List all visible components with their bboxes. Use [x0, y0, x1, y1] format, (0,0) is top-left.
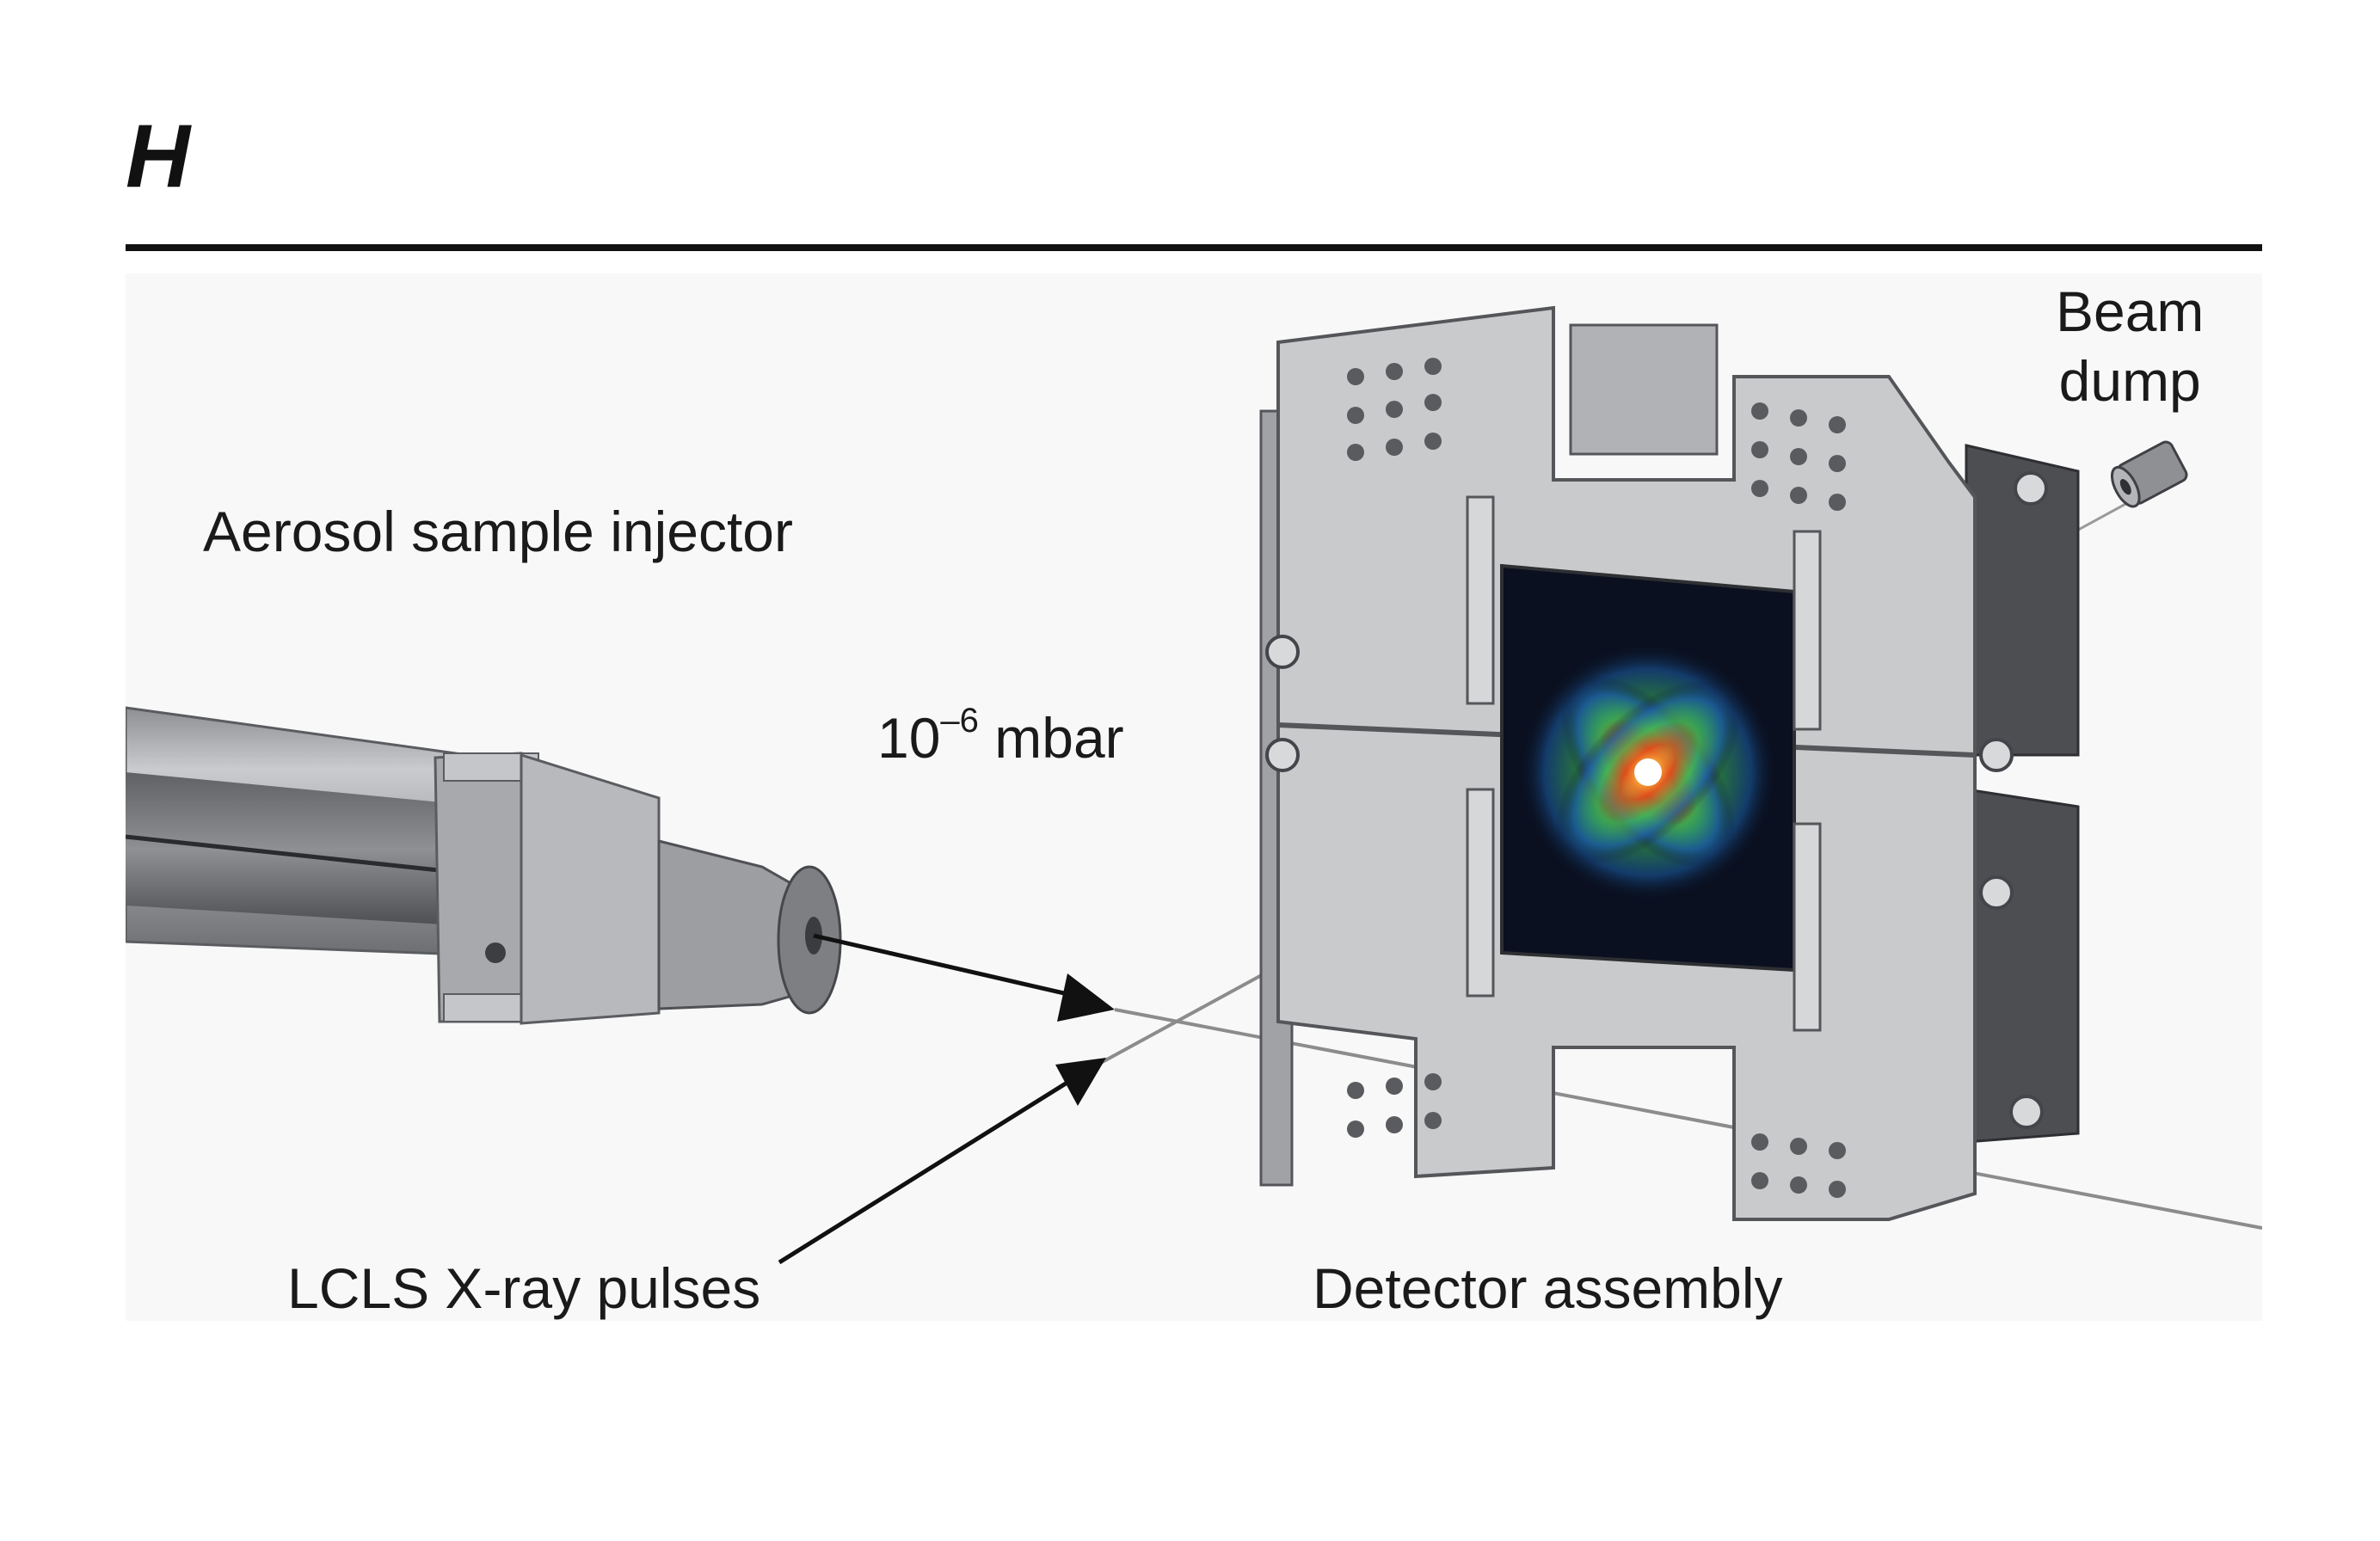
sample-injector [126, 706, 842, 1025]
hinge-pins [1265, 471, 2048, 1129]
injector-bore [126, 834, 488, 878]
transmitted-beam-line [1114, 1008, 2262, 1230]
sensor-clamp-left-lower [1466, 788, 1495, 998]
sensor-clamp-right-lower [1793, 822, 1822, 1032]
sensor-clamp-right-upper [1793, 530, 1822, 731]
pressure-base: 10 [877, 706, 941, 770]
pressure-unit: mbar [978, 706, 1124, 770]
pressure-exponent: –6 [940, 702, 979, 740]
detector-assembly [1259, 305, 2080, 1221]
xray-pulse-arrow [778, 1058, 1106, 1265]
sample-stream-arrow [813, 933, 1115, 1022]
panel-letter: H [126, 107, 191, 206]
xray-pulses-label: LCLS X-ray pulses [287, 1256, 761, 1320]
beam-dump [2110, 440, 2188, 508]
bolt-holes [1347, 358, 1846, 1198]
top-window [1569, 323, 1719, 456]
beam-dump-label-line1: Beam [2056, 279, 2205, 343]
injector-label: Aerosol sample injector [203, 500, 793, 563]
sensor-clamp-left-upper [1466, 495, 1495, 705]
figure-area: Aerosol sample injector 10–6 mbar LCLS X… [126, 273, 2262, 1321]
diffraction-pattern [1519, 643, 1777, 901]
right-side-block-lower [1965, 788, 2080, 1144]
experiment-illustration [126, 305, 2262, 1265]
injector-body [520, 752, 661, 1025]
pressure-label: 10–6 mbar [877, 702, 1124, 773]
beam-dump-label-line2: dump [2058, 348, 2201, 413]
top-rule [126, 244, 2262, 251]
injector-port [485, 942, 506, 963]
detector-assembly-label: Detector assembly [1313, 1256, 1783, 1320]
injector-cutaway [126, 772, 487, 927]
